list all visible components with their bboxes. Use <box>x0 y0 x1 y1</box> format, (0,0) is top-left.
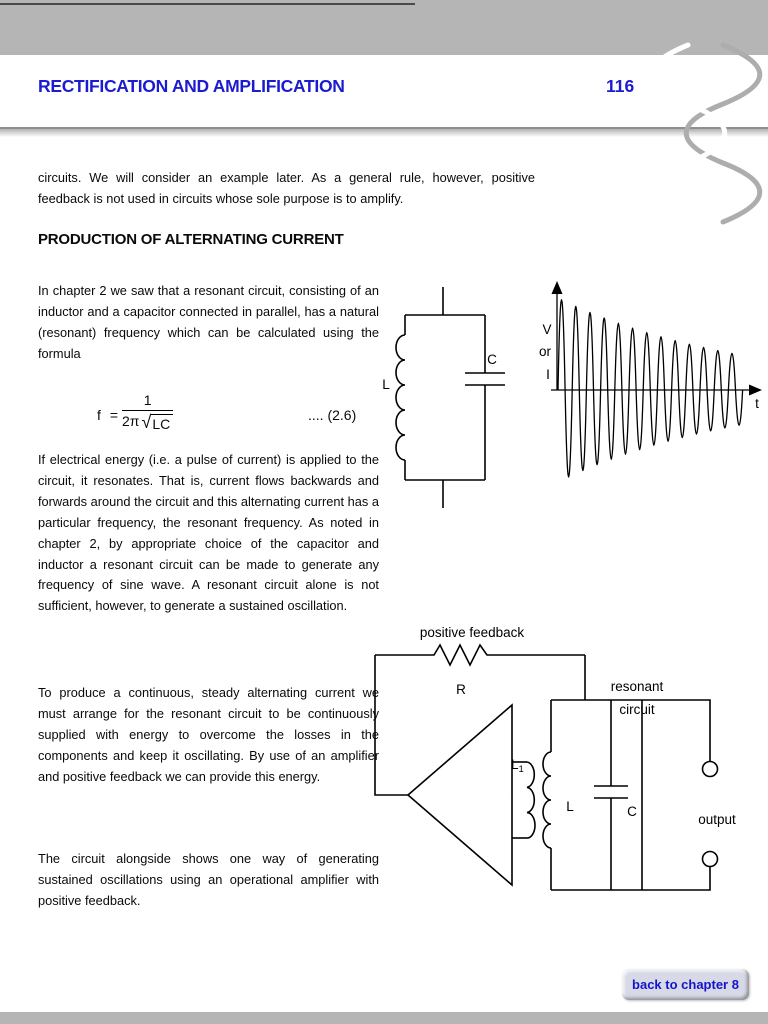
header-divider-shadow <box>0 129 768 137</box>
fraction-denominator: 2π√LC <box>122 410 174 432</box>
transformer-secondary-coil-icon <box>542 751 552 849</box>
y-axis-label-or: or <box>539 344 552 359</box>
bottom-gray-band <box>0 1012 768 1024</box>
equals-sign: = <box>109 407 119 423</box>
page-number: 116 <box>606 76 635 96</box>
feedback-wire-and-resistor <box>375 643 585 667</box>
paragraph-continuous-current: To produce a continuous, steady alternat… <box>38 685 379 784</box>
y-axis-label-i: I <box>546 367 550 382</box>
paragraph-electrical-energy: If electrical energy (i.e. a pulse of cu… <box>38 452 379 614</box>
equation-2-6: f= 1 2π√LC .... (2.6) <box>38 390 379 450</box>
lc-circuit-diagram: L C <box>382 287 505 508</box>
decorative-wave-gray-icon <box>683 42 763 225</box>
decorative-wave-white-icon <box>648 42 728 225</box>
transformer-primary-coil-icon <box>526 761 536 839</box>
secondary-coil-label: L <box>566 799 574 814</box>
two-pi: 2π <box>122 413 140 429</box>
damped-oscillation-graph: V or I t <box>539 281 762 478</box>
resonant-circuit-label-line1: resonant <box>611 679 664 694</box>
capacitor-label: C <box>627 804 637 819</box>
y-axis-label-v: V <box>542 322 551 337</box>
equation-reference: .... (2.6) <box>308 407 357 423</box>
sine-wave-decoration <box>648 42 763 225</box>
x-axis-arrow-icon <box>749 384 762 396</box>
top-gray-band <box>0 0 768 55</box>
output-wire-bottom <box>642 867 711 891</box>
paragraph-resonant-circuit: In chapter 2 we saw that a resonant circ… <box>38 283 379 361</box>
x-axis-label-t: t <box>755 396 759 411</box>
output-terminal-bottom <box>701 850 719 868</box>
opamp-triangle-icon <box>406 703 513 887</box>
intro-paragraph: circuits. We will consider an example la… <box>38 170 535 206</box>
page-title: RECTIFICATION AND AMPLIFICATION <box>38 76 345 96</box>
paragraph-circuit-alongside: The circuit alongside shows one way of g… <box>38 851 379 908</box>
positive-feedback-label: positive feedback <box>420 625 525 640</box>
sqrt-radicand: LC <box>151 414 174 432</box>
sqrt-sign: √ <box>141 412 152 432</box>
section-heading: PRODUCTION OF ALTERNATING CURRENT <box>38 231 344 248</box>
output-wire-top <box>642 699 711 761</box>
feedback-left-wire <box>374 655 408 796</box>
capacitor-plates-icon <box>594 785 628 799</box>
oscillator-circuit-diagram: positive feedback R L1 L C resonant circ… <box>374 625 736 891</box>
f-symbol: f <box>97 407 101 423</box>
damped-sine-wave <box>557 299 744 478</box>
top-edge-line <box>0 3 415 5</box>
output-terminal-top <box>701 760 719 778</box>
capacitor-label: C <box>487 352 497 367</box>
output-label: output <box>698 812 736 827</box>
primary-coil-label: L1 <box>511 757 524 775</box>
capacitor-plates-icon <box>465 372 505 386</box>
inductor-coil-icon <box>395 334 406 461</box>
back-to-chapter-button[interactable]: back to chapter 8 <box>622 969 749 1000</box>
formula-fraction: 1 2π√LC <box>122 392 174 432</box>
resistor-label: R <box>456 682 466 697</box>
header-divider <box>0 127 768 129</box>
y-axis-arrow-icon <box>551 281 563 294</box>
inductor-label: L <box>382 377 390 392</box>
resonant-circuit-label-line2: circuit <box>619 702 655 717</box>
formula-lhs: f= <box>97 407 118 423</box>
fraction-numerator: 1 <box>143 392 152 408</box>
